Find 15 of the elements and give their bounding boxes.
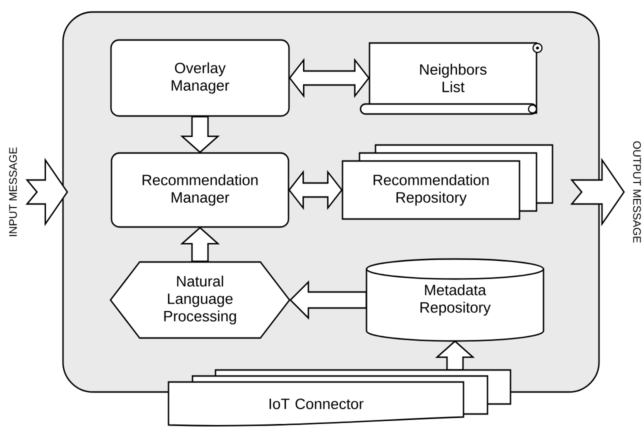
hexagon-box: Natural Language Processing <box>110 261 290 339</box>
block-arrow <box>289 280 367 320</box>
side-label: INPUT MESSAGE <box>9 147 17 236</box>
block-arrow <box>180 226 220 262</box>
side-label: OUTPUT MESSAGE <box>633 141 641 243</box>
block-arrow <box>180 116 220 154</box>
process-box: Overlay Manager <box>110 39 290 117</box>
document-stack: IoT Connector <box>168 369 512 426</box>
document-stack: Recommendation Repository <box>342 144 554 220</box>
block-arrow <box>435 340 475 370</box>
block-arrow <box>570 158 625 226</box>
process-box: Recommendation Manager <box>110 152 290 228</box>
scroll-box: Neighbors List <box>360 42 543 115</box>
block-arrow <box>26 158 68 226</box>
database-cylinder: Metadata Repository <box>366 258 544 342</box>
